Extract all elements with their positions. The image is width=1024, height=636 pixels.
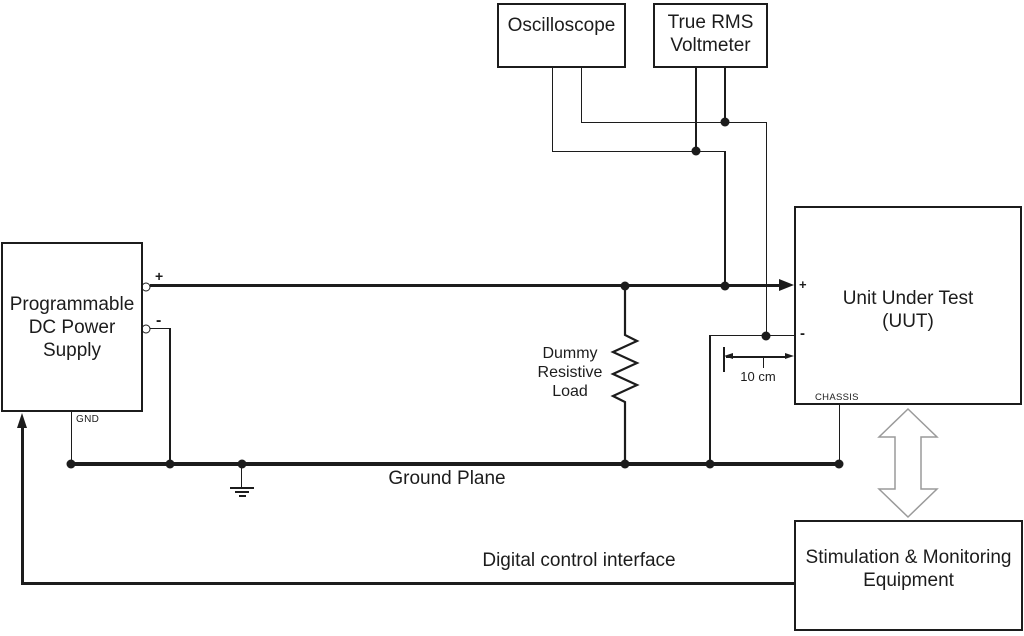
stimulation-label-line2: Equipment	[863, 570, 954, 591]
voltmeter-label-line2: Voltmeter	[670, 35, 751, 56]
bidirectional-arrow-icon	[877, 407, 939, 519]
wire-psu-minus-horizontal	[149, 327, 171, 330]
wire-psu-minus-vertical	[169, 327, 171, 464]
gnd-label: GND	[76, 414, 100, 425]
wire-sense-minus-vertical	[765, 121, 768, 336]
wire-oscilloscope-lead-right	[580, 68, 583, 122]
power-supply-label-line2: DC Power	[28, 316, 116, 338]
power-supply-label-line1: Programmable	[9, 293, 135, 315]
dimension-mid-tick	[763, 357, 765, 368]
wire-ground-plane	[70, 461, 841, 466]
earth-ground-bar1	[230, 487, 254, 489]
voltmeter-box: True RMS Voltmeter	[653, 3, 768, 68]
plus-line-arrowhead	[779, 279, 794, 291]
wire-sense-plus-vertical	[724, 150, 726, 286]
junction-dot-load-top	[620, 281, 630, 290]
dimension-extension-line	[723, 347, 725, 372]
dummy-load-label-line3: Load	[552, 383, 588, 400]
wire-digital-control-horizontal	[21, 582, 796, 585]
oscilloscope-box: Oscilloscope	[497, 3, 626, 68]
power-supply-box: Programmable DC Power Supply	[1, 242, 143, 412]
wire-uut-minus-return	[709, 334, 711, 464]
junction-dot-load-bottom	[620, 459, 630, 468]
wire-sense-minus-horizontal	[581, 121, 767, 124]
ground-plane-label: Ground Plane	[388, 468, 506, 489]
digital-control-interface-label: Digital control interface	[482, 550, 676, 571]
wire-gnd-lead	[70, 412, 73, 464]
psu-minus-label: -	[156, 312, 162, 329]
oscilloscope-label: Oscilloscope	[507, 15, 616, 36]
chassis-label: CHASSIS	[815, 392, 859, 403]
resistor-symbol	[610, 286, 640, 464]
dimension-label: 10 cm	[740, 369, 776, 384]
psu-plus-label: +	[155, 268, 164, 284]
uut-label-line1: Unit Under Test	[842, 287, 974, 309]
dimension-arrowhead-right	[785, 353, 794, 359]
junction-dot-uut-return	[705, 459, 715, 468]
junction-dot-psu-minus	[165, 459, 175, 468]
junction-dot-sense-minus	[761, 331, 771, 340]
stimulation-label-line1: Stimulation & Monitoring	[805, 547, 1012, 568]
uut-label-line2: (UUT)	[882, 310, 934, 332]
power-supply-label-line3: Supply	[42, 339, 102, 361]
earth-ground-stub	[241, 463, 243, 487]
dimension-line	[726, 356, 788, 358]
junction-dot-voltmeter-left	[691, 146, 701, 156]
wire-chassis-lead	[838, 405, 841, 464]
wire-voltmeter-lead-right	[724, 68, 726, 122]
dimension-arrowhead-left	[724, 353, 733, 359]
wire-plus-supply-line	[150, 284, 782, 287]
junction-dot-chassis	[834, 459, 844, 468]
digital-control-arrowhead	[17, 413, 27, 428]
earth-ground-bar3	[239, 495, 246, 497]
uut-plus-label: +	[799, 277, 807, 292]
wire-uut-minus-horizontal	[709, 334, 795, 337]
uut-minus-label: -	[800, 325, 805, 342]
dummy-load-label-line2: Resistive	[537, 364, 603, 381]
junction-dot-gnd-lead	[66, 459, 76, 468]
stimulation-box: Stimulation & Monitoring Equipment	[794, 520, 1023, 631]
junction-dot-voltmeter-right	[720, 117, 730, 127]
dummy-load-label-line1: Dummy	[542, 345, 598, 362]
wire-oscilloscope-lead-left	[551, 68, 554, 151]
wire-sense-plus-horizontal	[552, 150, 726, 153]
voltmeter-label-line1: True RMS	[667, 12, 754, 33]
dummy-load-label: Dummy Resistive Load	[518, 344, 622, 401]
junction-dot-sense-plus	[720, 281, 730, 290]
uut-box: Unit Under Test (UUT)	[794, 206, 1022, 405]
junction-dot-earth	[237, 459, 247, 468]
earth-ground-bar2	[235, 491, 249, 493]
wire-voltmeter-lead-left	[695, 68, 697, 151]
wire-digital-control-vertical	[21, 428, 24, 584]
